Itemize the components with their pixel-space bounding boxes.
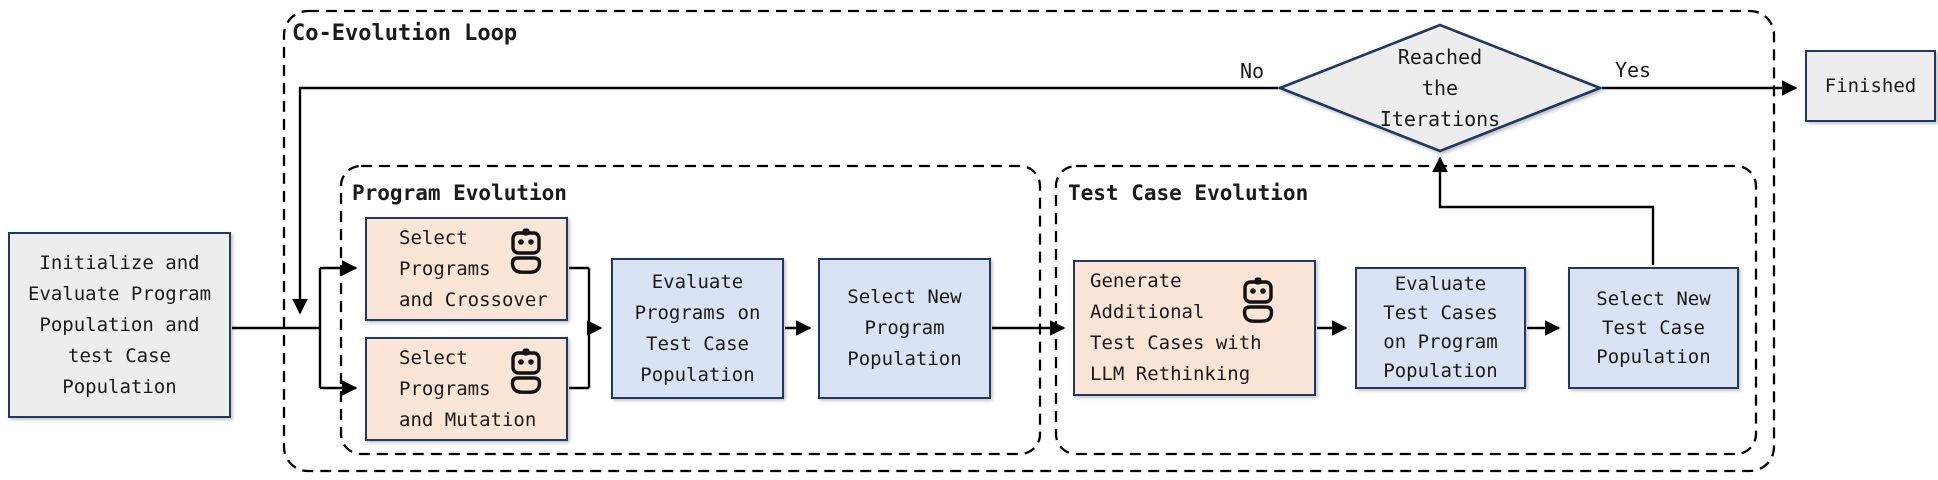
program-evolution-border [339, 164, 1042, 456]
node-evaluate-test-cases: Evaluate Test Cases on Program Populatio… [1355, 267, 1526, 389]
node-generate-additional-test-cases: Generate Additional Test Cases with LLM … [1073, 260, 1316, 396]
node-select-new-test-case-population: Select New Test Case Population [1568, 267, 1739, 389]
node-finished: Finished [1805, 50, 1936, 122]
node-evaluate-programs-text: Evaluate Programs on Test Case Populatio… [634, 270, 761, 386]
edge-label-no: No [1239, 59, 1265, 83]
test-case-evolution-border [1054, 164, 1758, 456]
node-initialize: Initialize and Evaluate Program Populati… [8, 232, 231, 418]
robot-icon [510, 348, 542, 394]
node-select-programs-mutation: Select Programs and Mutation [365, 337, 568, 441]
node-select-programs-mutation-text: Select Programs and Mutation [399, 346, 537, 431]
node-select-new-test-case-population-text: Select New Test Case Population [1596, 287, 1711, 368]
robot-icon [1242, 277, 1274, 323]
node-evaluate-programs: Evaluate Programs on Test Case Populatio… [611, 258, 784, 399]
node-select-new-program-population: Select New Program Population [818, 258, 991, 399]
co-evolution-loop-title: Co-Evolution Loop [292, 21, 518, 46]
edge-label-yes: Yes [1614, 58, 1652, 82]
node-evaluate-test-cases-text: Evaluate Test Cases on Program Populatio… [1383, 273, 1498, 382]
node-initialize-text: Initialize and Evaluate Program Populati… [27, 251, 212, 398]
node-select-programs-crossover-text: Select Programs and Crossover [399, 226, 548, 311]
robot-icon [510, 228, 542, 274]
edge-select-new-tests-to-decision [1432, 156, 1655, 265]
program-evolution-title: Program Evolution [352, 181, 567, 205]
node-generate-additional-test-cases-text: Generate Additional Test Cases with LLM … [1090, 270, 1262, 385]
node-select-new-program-population-text: Select New Program Population [847, 286, 962, 370]
decision-diamond [1276, 23, 1604, 153]
test-case-evolution-title: Test Case Evolution [1068, 181, 1309, 205]
node-select-programs-crossover: Select Programs and Crossover [365, 217, 568, 321]
node-finished-text: Finished [1824, 74, 1917, 97]
co-evolution-loop-border [282, 9, 1776, 473]
edge-decision-no-loopback [292, 86, 1278, 315]
decision-diamond-text: Reached the Iterations [1379, 45, 1501, 131]
